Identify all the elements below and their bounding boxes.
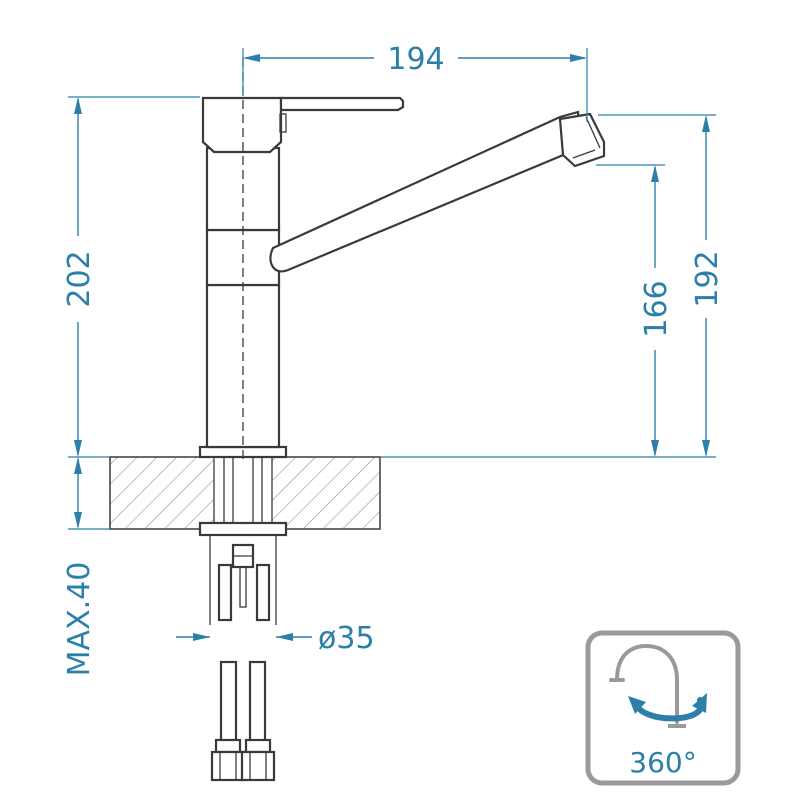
supply-hoses-lower bbox=[210, 660, 276, 782]
dimension-label-166: 166 bbox=[639, 280, 674, 337]
dimension-label-202: 202 bbox=[62, 250, 97, 307]
spout bbox=[269, 110, 606, 273]
dimension-spout-outlet-height: 166 bbox=[596, 164, 674, 457]
countertop bbox=[109, 456, 381, 530]
dimension-label-max40: MAX.40 bbox=[62, 562, 97, 677]
dimension-spout-top-height: 192 bbox=[380, 114, 725, 458]
rotation-label: 360° bbox=[629, 746, 696, 779]
dimension-spout-reach: 194 bbox=[242, 42, 588, 122]
swivel-rotation-icon bbox=[609, 643, 707, 728]
faucet-body bbox=[201, 96, 405, 449]
rotation-badge: 360° bbox=[585, 630, 741, 786]
dimension-label-194: 194 bbox=[387, 42, 444, 77]
supply-hoses-upper bbox=[217, 543, 271, 622]
dimension-label-192: 192 bbox=[690, 250, 725, 307]
dimension-counter-thickness: MAX.40 bbox=[62, 457, 110, 676]
dimension-label-diameter: ø35 bbox=[318, 621, 375, 656]
dimension-hole-diameter: ø35 bbox=[176, 621, 375, 656]
dimension-total-height: 202 bbox=[62, 96, 200, 458]
